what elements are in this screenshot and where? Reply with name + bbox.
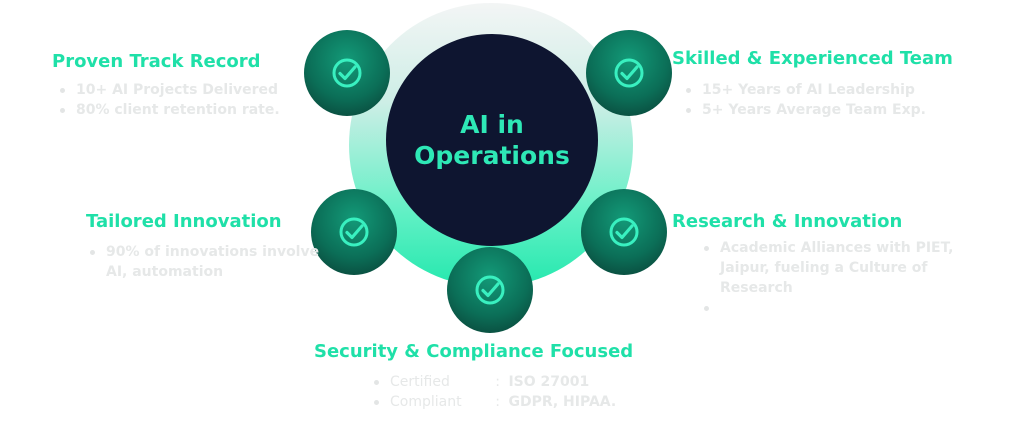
- badge-tailored-innovation: [311, 189, 397, 275]
- list-item: 15+ Years of AI Leadership: [682, 80, 926, 100]
- item-label: Certified:: [390, 372, 504, 392]
- label-sep: :: [495, 394, 500, 410]
- list-research-innovation: Academic Alliances with PIET, Jaipur, fu…: [700, 238, 1000, 318]
- badge-proven-track-record: [304, 30, 390, 116]
- list-item: 10+ AI Projects Delivered: [56, 80, 280, 100]
- heading-skilled-team: Skilled & Experienced Team: [672, 48, 953, 69]
- list-item-empty: [700, 298, 1000, 318]
- center-title: AI in Operations: [414, 110, 570, 170]
- list-item: Compliant: GDPR, HIPAA.: [370, 392, 616, 412]
- item-label: Compliant:: [390, 392, 504, 412]
- item-value: ISO 27001: [508, 374, 590, 390]
- badge-skilled-team: [586, 30, 672, 116]
- list-item: 5+ Years Average Team Exp.: [682, 100, 926, 120]
- check-circle-icon: [609, 217, 639, 247]
- center-circle: AI in Operations: [386, 34, 598, 246]
- list-security-compliance: Certified: ISO 27001 Compliant: GDPR, HI…: [370, 372, 616, 412]
- check-circle-icon: [614, 58, 644, 88]
- check-circle-icon: [475, 275, 505, 305]
- list-item: 90% of innovations involve AI, automatio…: [86, 242, 326, 282]
- heading-tailored-innovation: Tailored Innovation: [86, 211, 282, 232]
- list-item: Academic Alliances with PIET, Jaipur, fu…: [700, 238, 1000, 298]
- heading-security-compliance: Security & Compliance Focused: [314, 341, 634, 362]
- check-circle-icon: [332, 58, 362, 88]
- badge-research-innovation: [581, 189, 667, 275]
- list-proven-track-record: 10+ AI Projects Delivered 80% client ret…: [56, 80, 280, 120]
- badge-security-compliance: [447, 247, 533, 333]
- list-item: 80% client retention rate.: [56, 100, 280, 120]
- label-text: Compliant: [390, 394, 462, 410]
- check-circle-icon: [339, 217, 369, 247]
- list-skilled-team: 15+ Years of AI Leadership 5+ Years Aver…: [682, 80, 926, 120]
- label-sep: :: [495, 374, 500, 390]
- heading-research-innovation: Research & Innovation: [672, 211, 903, 232]
- item-value: GDPR, HIPAA.: [508, 394, 617, 410]
- heading-proven-track-record: Proven Track Record: [52, 51, 261, 72]
- label-text: Certified: [390, 374, 450, 390]
- list-item: Certified: ISO 27001: [370, 372, 616, 392]
- list-tailored-innovation: 90% of innovations involve AI, automatio…: [86, 242, 326, 282]
